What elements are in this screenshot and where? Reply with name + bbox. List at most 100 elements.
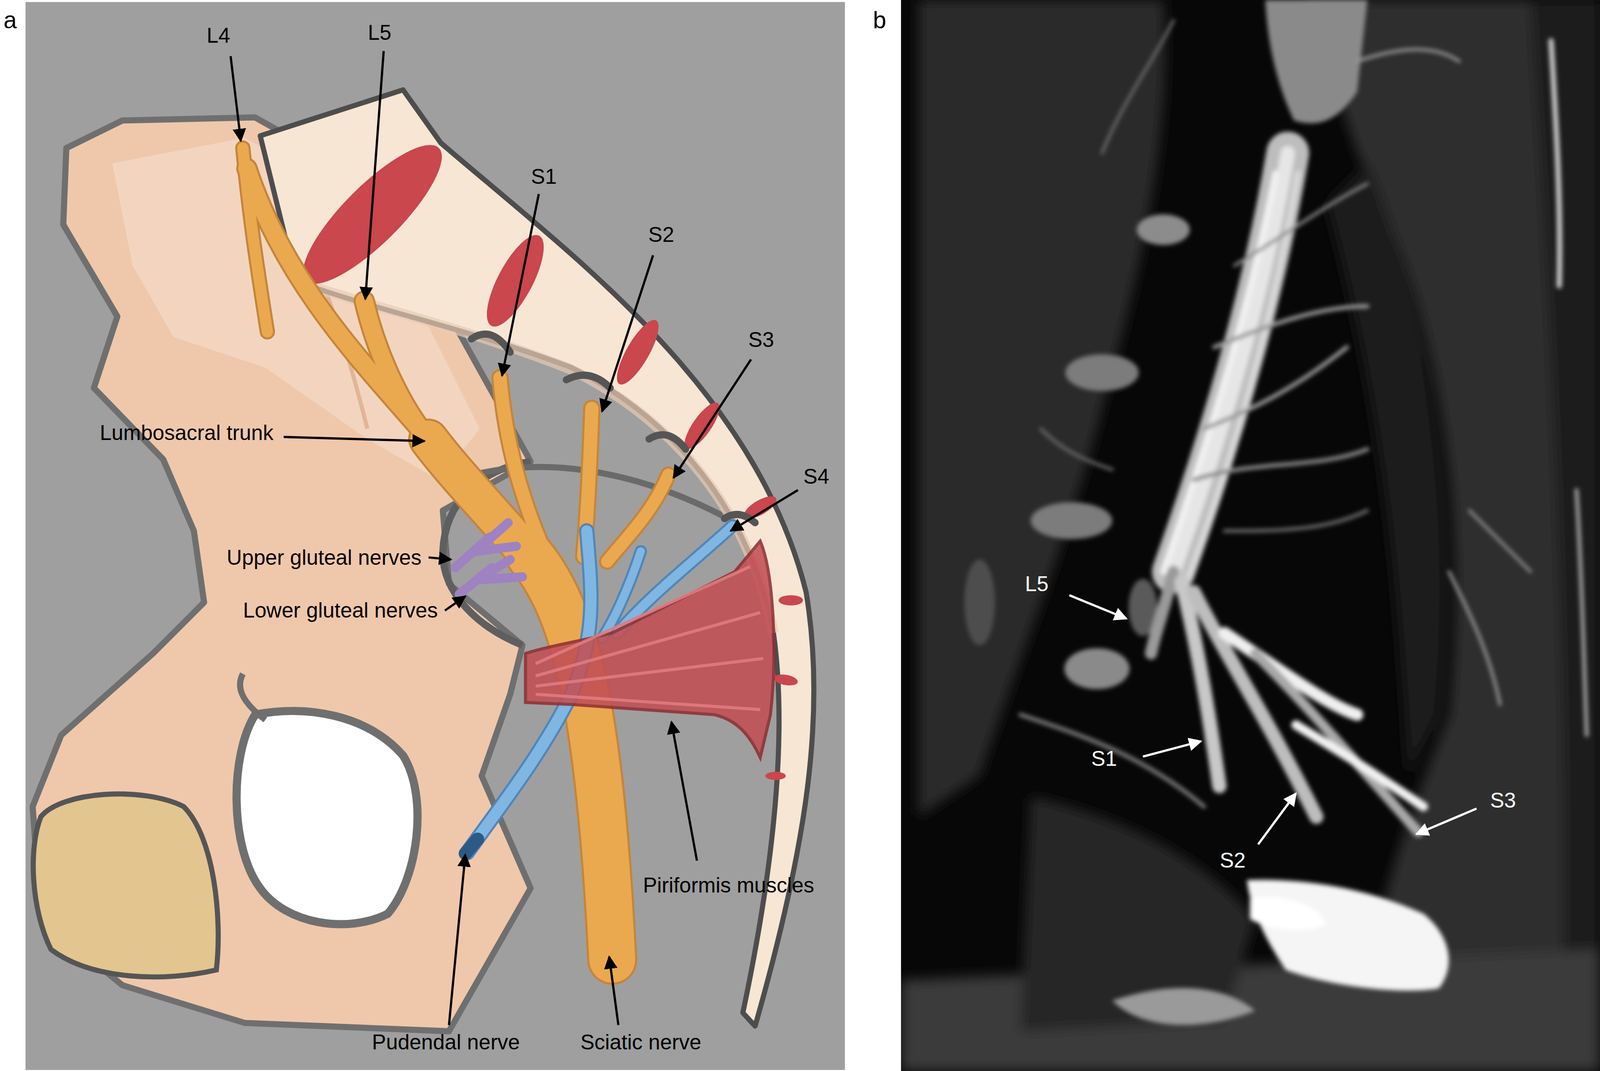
mri-image <box>1357 49 1460 62</box>
pelvis-illustration <box>475 227 555 334</box>
mri-image <box>1255 653 1419 832</box>
sacral-plexus-nerves <box>465 839 478 854</box>
mri-image <box>1188 173 1299 577</box>
panel-letter: a <box>3 7 17 34</box>
piriformis-muscle <box>525 541 774 758</box>
leader-arrows <box>730 489 798 531</box>
nerve-root-label: S1 <box>1090 746 1117 771</box>
sacral-plexus-nerves <box>364 301 429 439</box>
mri-leader-arrows <box>1142 741 1201 757</box>
piriformis-muscle <box>535 694 761 710</box>
mri-image <box>1214 306 1368 347</box>
mri-image <box>1163 173 1276 572</box>
leader-arrows <box>609 956 619 1026</box>
mri-image <box>1246 879 1449 991</box>
mri-image <box>1136 214 1190 246</box>
nerve-root-label: S2 <box>648 223 675 247</box>
pelvis-illustration <box>765 771 786 781</box>
nerve-root-label: S4 <box>803 464 830 488</box>
piriformis-muscle <box>525 541 774 758</box>
pelvis-illustration <box>33 794 219 977</box>
leader-arrows <box>428 557 451 560</box>
piriformis-muscle <box>535 658 764 686</box>
leader-arrows <box>501 193 539 376</box>
nerve-root-label: L5 <box>367 21 392 45</box>
mri-image <box>918 0 1166 817</box>
structure-label: Upper gluteal nerves <box>226 545 422 569</box>
nerve-root-label: L5 <box>1024 572 1049 596</box>
sacral-plexus-nerves <box>247 168 429 439</box>
mri-image <box>900 949 1600 1071</box>
mri-image <box>1551 40 1560 286</box>
structure-label: Pudendal nerve <box>371 1030 520 1054</box>
mri-image <box>900 0 1600 1071</box>
structure-label: Piriformis muscles <box>642 873 815 897</box>
pelvis-illustration <box>566 375 610 389</box>
panel-letter: b <box>872 7 887 34</box>
structure-label: Sciatic nerve <box>580 1030 702 1054</box>
panel-a-background <box>25 1 845 1070</box>
pelvis-illustration <box>32 89 815 1032</box>
sacral-plexus-nerves <box>247 168 429 439</box>
mri-image <box>1249 897 1327 931</box>
leader-arrows <box>444 596 466 611</box>
mri-image <box>1030 502 1113 540</box>
mri-image <box>1224 632 1357 715</box>
mri-image <box>1020 20 1587 833</box>
panel-a-background <box>25 1 845 1070</box>
leader-arrows <box>602 255 653 412</box>
mri-image <box>1326 163 1446 776</box>
leader-arrows <box>365 50 384 299</box>
mri-image <box>1040 428 1113 470</box>
piriformis-muscle <box>535 612 761 676</box>
mri-image <box>1020 714 1205 806</box>
nerve-root-label: S3 <box>1490 788 1517 812</box>
mri-image <box>900 0 1600 1071</box>
nerve-root-label: L4 <box>206 23 231 48</box>
leader-arrows <box>671 721 698 861</box>
mri-image <box>1295 724 1424 807</box>
mri-image <box>1448 571 1500 705</box>
leader-arrows <box>283 437 425 442</box>
mri-image <box>964 559 996 646</box>
pelvis-illustration <box>609 314 666 390</box>
pelvis-illustration <box>649 434 687 450</box>
mri-image <box>1020 796 1256 1032</box>
mri-image <box>1265 0 1368 124</box>
nerve-root-label: S1 <box>531 165 558 189</box>
mri-image <box>1150 571 1174 654</box>
leader-arrows <box>449 854 466 1025</box>
mri-image <box>964 0 1587 1025</box>
mri-image <box>1530 0 1600 1071</box>
structure-label: Lower gluteal nerves <box>242 598 438 622</box>
sacral-plexus-nerves <box>477 576 523 580</box>
piriformis-muscle <box>535 566 751 664</box>
structure-label: Lumbosacral trunk <box>99 421 274 445</box>
mri-image <box>1204 346 1348 429</box>
mri-image <box>1234 183 1368 266</box>
pelvis-illustration <box>772 672 799 688</box>
pelvis-illustration <box>236 711 418 925</box>
leader-arrows <box>673 359 752 478</box>
sacral-plexus-nerves <box>455 522 523 594</box>
nerve-root-label: S3 <box>748 328 775 352</box>
mri-image <box>900 0 1600 1071</box>
mri-leader-arrows <box>1069 594 1127 619</box>
mri-image <box>1469 510 1531 572</box>
mri-image <box>1193 449 1368 480</box>
leader-arrows <box>230 56 241 142</box>
mri-leader-arrows <box>1257 793 1296 844</box>
mri-image <box>1576 489 1587 735</box>
mri-image <box>1102 20 1174 154</box>
mri-image <box>1112 987 1256 1025</box>
piriformis-muscle <box>535 566 764 710</box>
pelvis-illustration <box>778 594 804 605</box>
sacral-plexus-nerves <box>475 545 517 552</box>
mri-image <box>1065 354 1139 392</box>
mri-leader-arrows <box>1069 594 1477 844</box>
mri-leader-arrows <box>1416 808 1477 834</box>
pelvis-illustration <box>471 333 511 353</box>
mri-image <box>1064 648 1130 689</box>
